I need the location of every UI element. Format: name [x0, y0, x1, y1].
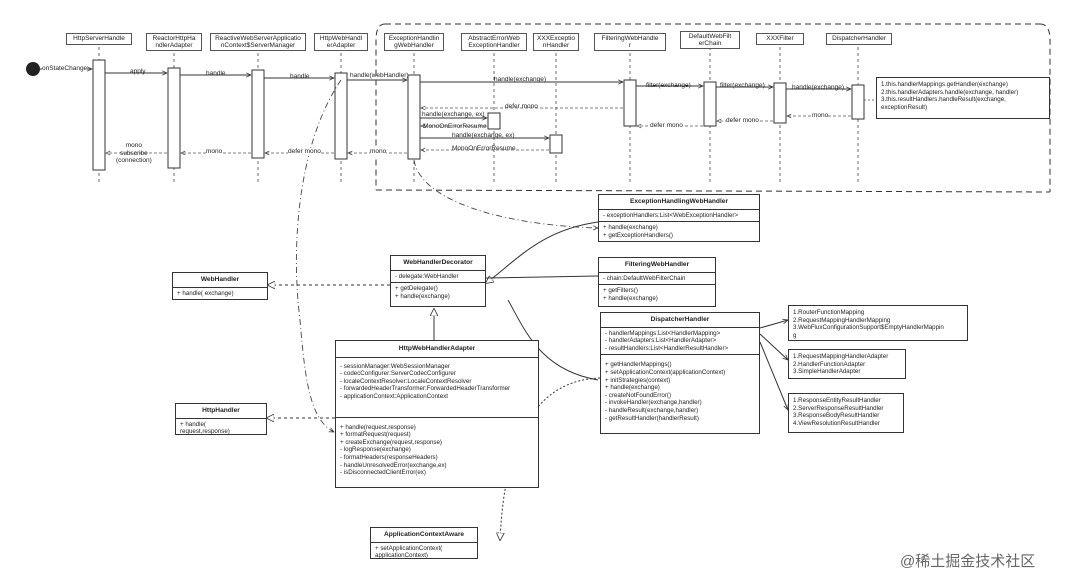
- activation-bars: [92, 59, 865, 171]
- class-filtering-web-handler: FilteringWebHandler - chain:DefaultWebFi…: [598, 257, 716, 307]
- class-methods: + getDelegate() + handle(exchange): [395, 285, 450, 300]
- class-web-handler: WebHandler + handle( exchange): [172, 272, 268, 300]
- lifeline-filtering-web-handler: FilteringWebHandle r: [594, 33, 666, 51]
- msg-mono-3: mono: [206, 148, 223, 156]
- msg-mono-2: mono: [370, 148, 387, 156]
- class-dispatcher-handler: DispatcherHandler - handlerMappings:List…: [600, 312, 760, 434]
- lifeline-xxx-exception-handler: XXXExceptio nHandler: [533, 33, 579, 51]
- class-exception-handling-web-handler: ExceptionHandlingWebHandler - exceptionH…: [598, 194, 760, 242]
- class-title: WebHandler: [173, 273, 267, 288]
- sequence-frame: [375, 23, 1051, 193]
- msg-filter-1: filter(exchange): [646, 82, 691, 89]
- result-handlers-note: 1.ResponseEntityResultHandler 2.ServerRe…: [788, 393, 904, 433]
- start-node: [26, 62, 40, 76]
- lifeline-exception-handling-web-handler: ExceptionHandlin gWebHandler: [384, 33, 444, 51]
- class-fields: - exceptionHandlers:List<WebExceptionHan…: [599, 210, 759, 223]
- class-methods: + getHandlerMappings() + setApplicationC…: [605, 361, 726, 422]
- msg-mono-subscribe: mono subscribe (connection): [116, 142, 152, 164]
- msg-mono-on-error-1: MonoOnErrorResume: [423, 123, 487, 130]
- msg-handle-2: handle: [290, 73, 310, 80]
- class-http-web-handler-adapter: HttpWebHandlerAdapter - sessionManager:W…: [335, 340, 539, 488]
- class-title: DispatcherHandler: [601, 313, 759, 328]
- msg-handle-1: handle: [206, 70, 226, 77]
- class-fields: - chain:DefaultWebFilterChain: [599, 273, 715, 286]
- class-title: HttpWebHandlerAdapter: [336, 341, 538, 358]
- class-methods: + handle( exchange): [177, 289, 234, 297]
- msg-defer-mono-1: defer mono: [505, 103, 538, 110]
- class-methods: + handle( request,response): [180, 420, 230, 436]
- start-label: onStateChange: [42, 65, 88, 73]
- msg-defer-mono-3: defer mono: [726, 117, 759, 125]
- msg-mono-1: mono: [812, 112, 829, 120]
- dispatcher-steps-note: 1.this.handlerMappings.getHandler(exchan…: [876, 77, 1050, 119]
- class-methods: + getFilters() + handle(exchange): [603, 287, 658, 302]
- trace-links: [295, 79, 598, 433]
- lifeline-abstract-error-web-exception-handler: AbstractErrorWeb ExceptionHandler: [461, 33, 527, 51]
- lifeline-server-manager: ReactiveWebServerApplicatio nContext$Ser…: [210, 33, 306, 51]
- class-web-handler-decorator: WebHandlerDecorator - delegate:WebHandle…: [390, 255, 486, 307]
- msg-apply: apply: [130, 68, 146, 75]
- class-methods: + handle(request,response) + formatReque…: [340, 423, 447, 477]
- handler-mappings-note: 1.RouterFunctionMapping 2.RequestMapping…: [788, 305, 968, 341]
- msg-handle-exchange-2: handle(exchange): [792, 84, 845, 91]
- class-fields: - handlerMappings:List<HandlerMapping> -…: [601, 328, 759, 356]
- msg-handle-exchange-1: handle(exchange): [494, 76, 547, 83]
- class-methods: + handle(exchange) + getExceptionHandler…: [603, 224, 673, 239]
- lifeline-xxx-filter: XXXFilter: [756, 33, 804, 45]
- msg-defer-mono-4: defer mono: [288, 148, 321, 156]
- class-fields: - delegate:WebHandler: [391, 271, 485, 284]
- class-title: HttpHandler: [176, 404, 266, 419]
- lifeline-dispatcher-handler: DispatcherHandler: [826, 33, 892, 45]
- msg-handle-ex-2: handle(exchange, ex): [452, 132, 515, 139]
- class-methods: + setApplicationContext( applicationCont…: [375, 544, 443, 560]
- watermark: @稀土掘金技术社区: [900, 553, 1036, 570]
- class-title: ExceptionHandlingWebHandler: [599, 195, 759, 210]
- msg-handle-webhandler: handle(webHandler): [350, 72, 409, 79]
- class-title: FilteringWebHandler: [599, 258, 715, 273]
- msg-handle-ex-1: handle(exchange, ex): [422, 111, 485, 118]
- class-application-context-aware: ApplicationContextAware + setApplication…: [370, 527, 478, 559]
- class-title: ApplicationContextAware: [371, 528, 477, 543]
- lifeline-reactor-http-handler-adapter: ReactorHttpHa ndlerAdapter: [146, 33, 202, 51]
- class-title: WebHandlerDecorator: [391, 256, 485, 271]
- msg-filter-2: filter(exchange): [720, 82, 765, 89]
- class-fields: - sessionManager:WebSessionManager - cod…: [336, 358, 538, 418]
- handler-adapters-note: 1.RequestMappingHandlerAdapter 2.Handler…: [788, 349, 906, 379]
- class-http-handler: HttpHandler + handle( request,response): [175, 403, 267, 435]
- lifeline-default-web-filter-chain: DefaultWebFilt erChain: [680, 31, 740, 49]
- lifeline-http-server-handle: HttpServerHandle: [66, 33, 132, 45]
- msg-defer-mono-2: defer mono: [650, 122, 683, 130]
- msg-mono-on-error-2: MonoOnErrorResume: [452, 145, 516, 152]
- lifeline-http-web-handler-adapter: HttpWebHandl erAdapter: [314, 33, 368, 51]
